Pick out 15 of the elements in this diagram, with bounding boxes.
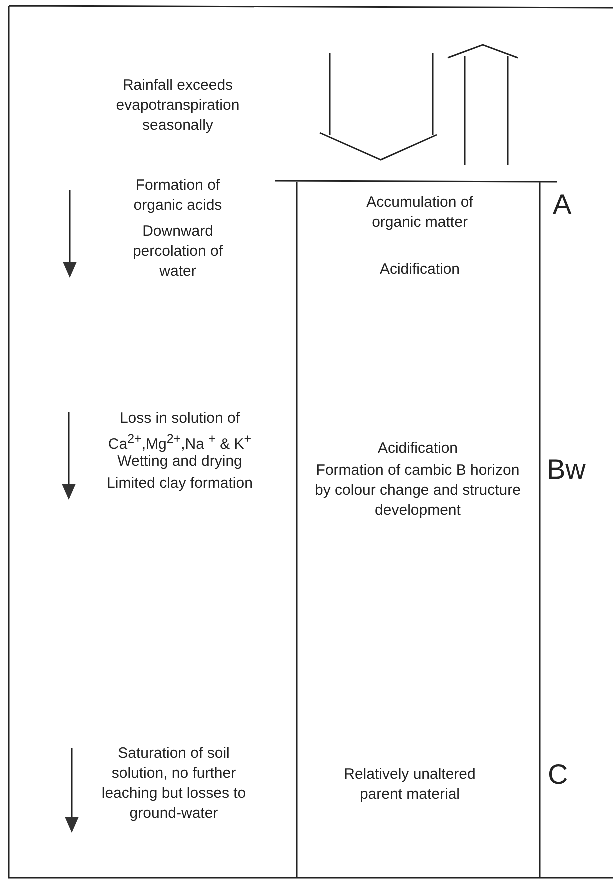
horizon-label: C xyxy=(548,760,568,790)
note-text: Formation of organic acids xyxy=(132,176,224,216)
horizon-label: Bw xyxy=(547,455,586,485)
note-text: Acidification xyxy=(376,439,460,459)
note-text: Acidification xyxy=(378,260,462,280)
note-text: Limited clay formation xyxy=(106,474,254,494)
note-text: Wetting and drying xyxy=(116,452,244,472)
horizon-label: A xyxy=(553,190,572,220)
note-text: Saturation of soil solution, no further leaching but losses to ground-water xyxy=(100,744,248,824)
note-text: Formation of cambic B horizon by colour change and structure development xyxy=(314,461,522,521)
note-text: Accumulation of organic matter xyxy=(366,193,474,233)
note-text: Downward percolation of water xyxy=(132,222,224,282)
note-text: Rainfall exceeds evapotranspiration seasonally xyxy=(115,76,241,136)
note-text: Relatively unaltered parent material xyxy=(343,765,477,805)
note-text: Loss in solution of Ca$^{2+}$,Mg$^{2+}$,Na $^{+}$ & K$^{+}$ xyxy=(107,409,253,455)
